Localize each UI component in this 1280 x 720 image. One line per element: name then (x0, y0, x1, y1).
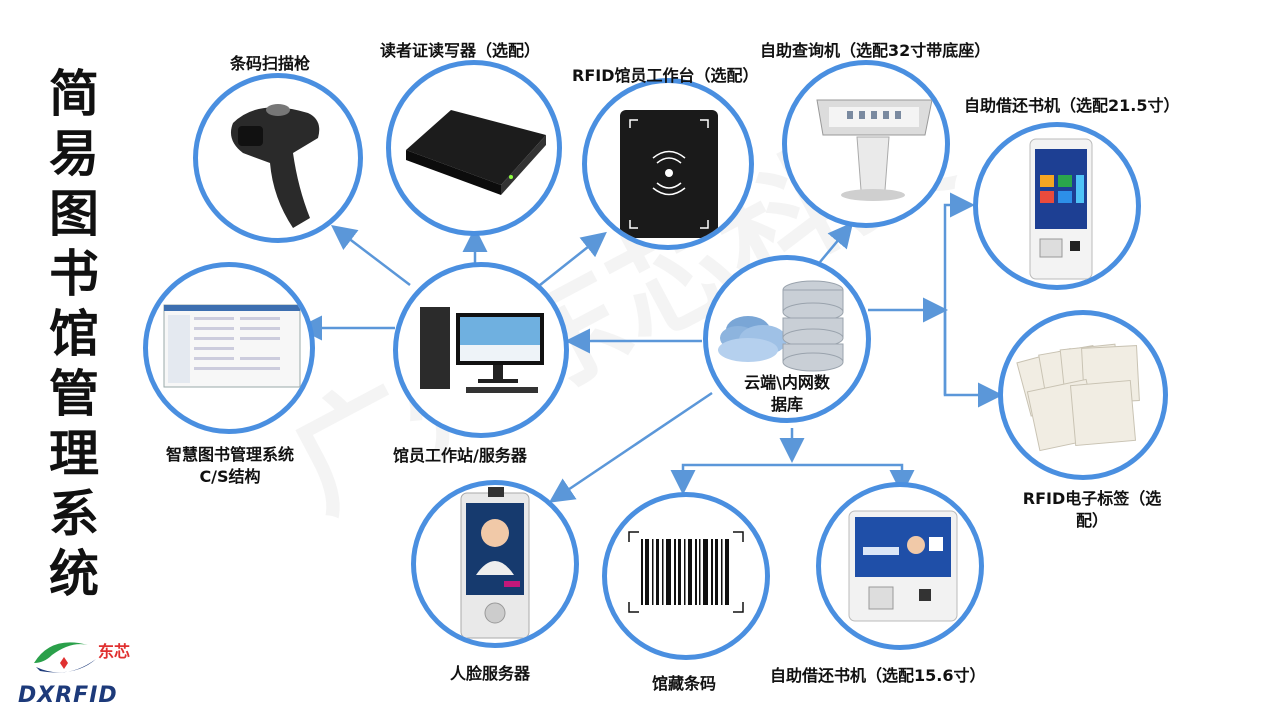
arrow-to-scanner (331, 224, 411, 286)
kiosk-label: 自助查询机（选配32寸带底座） (760, 41, 991, 60)
company-logo-icon (34, 642, 96, 673)
scanner-node (193, 73, 363, 243)
rfid-tags-node (998, 310, 1168, 480)
arrow-to-kiosk (819, 222, 854, 263)
logo-text-en: DXRFID (18, 683, 118, 708)
self-checkout-21-node (973, 122, 1141, 290)
rfid-pad-icon (620, 110, 718, 238)
face-terminal-icon (460, 487, 530, 639)
rfid-tags-label-line1: RFID电子标签（选 (1022, 489, 1162, 508)
arrow-to-barcode (670, 463, 792, 495)
cloud-database-label-line2: 据库 (770, 395, 803, 414)
self-checkout-15-label: 自助借还书机（选配15.6寸） (770, 666, 986, 685)
management-system-label: 智慧图书管理系统 C/S结构 (140, 444, 320, 488)
rfid-station-node (582, 78, 754, 250)
kiosk-icon (816, 99, 933, 201)
software-screenshot-icon (163, 304, 301, 388)
rfid-tags-label: RFID电子标签（选 配） (1012, 488, 1172, 532)
cloud-database-icon (718, 280, 844, 372)
self-checkout-21-label: 自助借还书机（选配21.5寸） (964, 96, 1180, 115)
barcode-icon (628, 531, 744, 613)
reader-label: 读者证读写器（选配） (380, 41, 541, 60)
management-system-node (143, 262, 315, 434)
barcode-node (602, 492, 770, 660)
management-system-label-line1: 智慧图书管理系统 (165, 445, 294, 464)
scanner-label: 条码扫描枪 (230, 54, 311, 73)
cloud-database-node (703, 255, 871, 423)
logo-text-cn: 东芯 (98, 642, 131, 661)
self-checkout-15-node (816, 482, 984, 650)
card-reader-icon (406, 110, 546, 195)
page-title: 简易图书馆管理系统 (49, 65, 99, 603)
arrow-to-face-server (548, 391, 713, 503)
barcode-scanner-icon (230, 104, 320, 228)
rfid-tags-label-line2: 配） (1075, 511, 1108, 530)
management-system-label-line2: C/S结构 (199, 467, 261, 486)
face-server-node (411, 480, 579, 648)
tablet-terminal-icon (848, 510, 958, 622)
workstation-node (393, 262, 569, 438)
arrow-to-self-checkout-21 (943, 192, 975, 395)
reader-node (386, 60, 562, 236)
arrow-to-rfid-tags (943, 310, 1003, 408)
cloud-database-label-line1: 云端\内网数 (744, 373, 830, 392)
arrow-to-self-checkout-15 (792, 463, 915, 495)
workstation-label: 馆员工作站/服务器 (393, 446, 527, 465)
computer-icon (420, 307, 544, 393)
self-checkout-machine-icon (1029, 138, 1093, 280)
rfid-station-label: RFID馆员工作台（选配） (572, 66, 759, 85)
cloud-database-label: 云端\内网数 据库 (712, 372, 862, 416)
barcode-label: 馆藏条码 (652, 674, 717, 693)
arrow-to-rfid-station (539, 231, 607, 286)
rfid-tags-icon (1016, 343, 1140, 452)
face-server-label: 人脸服务器 (450, 664, 531, 683)
kiosk-node (782, 60, 950, 228)
